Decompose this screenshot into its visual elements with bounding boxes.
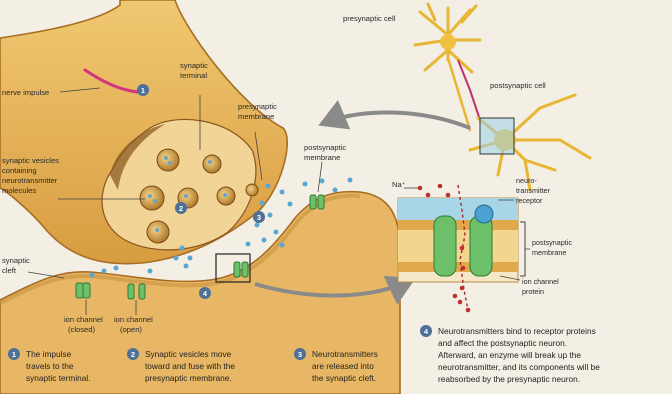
step-2-line-2: toward and fuse with the bbox=[145, 361, 235, 371]
step-4-line-3: Afterward, an enzyme will break up the bbox=[438, 350, 581, 360]
label-sodium: Na⁺ bbox=[392, 180, 406, 189]
marker-4: 4 bbox=[199, 287, 211, 299]
step-3-number: 3 bbox=[298, 350, 302, 359]
label-ion-open-2: (open) bbox=[120, 325, 142, 334]
vesicle bbox=[203, 155, 221, 173]
marker-2: 2 bbox=[175, 202, 187, 214]
label-presynaptic-membrane-2: membrane bbox=[238, 112, 274, 121]
ion-channel-closed bbox=[76, 283, 90, 298]
presynaptic-neuron bbox=[415, 4, 480, 130]
marker-1-label: 1 bbox=[141, 86, 145, 95]
step-3-line-3: the synaptic cleft. bbox=[312, 373, 376, 383]
vesicle bbox=[140, 186, 164, 210]
step-2-number: 2 bbox=[131, 350, 135, 359]
label-receptor-3: receptor bbox=[516, 196, 543, 205]
label-synaptic-terminal-1: synaptic bbox=[180, 61, 208, 70]
step-1-number: 1 bbox=[12, 350, 16, 359]
zoom-arrow-top bbox=[322, 112, 470, 128]
marker-3-label: 3 bbox=[257, 213, 261, 222]
step-4-line-4: neurotransmitter, and its components wil… bbox=[438, 362, 600, 372]
step-1-line-3: synaptic terminal. bbox=[26, 373, 91, 383]
label-ion-closed-1: ion channel bbox=[64, 315, 103, 324]
label-presynaptic-membrane-1: presynaptic bbox=[238, 102, 277, 111]
label-synaptic-cleft-1: synaptic bbox=[2, 256, 30, 265]
label-synaptic-cleft-2: cleft bbox=[2, 266, 17, 275]
label-receptor-1: neuro- bbox=[516, 176, 537, 185]
inset-receptor-view bbox=[398, 184, 525, 313]
step-4-line-5: reabsorbed by the presynaptic neuron. bbox=[438, 374, 580, 384]
presynaptic-soma bbox=[440, 34, 456, 50]
label-vesicles-1: synaptic vesicles bbox=[2, 156, 59, 165]
label-postsynaptic-membrane-1: postsynaptic bbox=[304, 143, 346, 152]
vesicle bbox=[147, 221, 169, 243]
step-1-line-1: The impulse bbox=[26, 349, 72, 359]
label-vesicles-4: molecules bbox=[2, 186, 36, 195]
marker-3: 3 bbox=[253, 211, 265, 223]
step-4: 4 Neurotransmitters bind to receptor pro… bbox=[420, 325, 600, 384]
step-4-line-1: Neurotransmitters bind to receptor prote… bbox=[438, 326, 596, 336]
step-2-line-1: Synaptic vesicles move bbox=[145, 349, 232, 359]
step-3-line-2: are released into bbox=[312, 361, 374, 371]
step-3-line-1: Neurotransmitters bbox=[312, 349, 378, 359]
label-vesicles-3: neurotransmitter bbox=[2, 176, 58, 185]
label-inset-membrane-2: membrane bbox=[532, 248, 566, 257]
marker-2-label: 2 bbox=[179, 204, 183, 213]
label-ion-open-1: ion channel bbox=[114, 315, 153, 324]
label-presynaptic-cell: presynaptic cell bbox=[343, 14, 396, 23]
label-inset-membrane-1: postsynaptic bbox=[532, 238, 572, 247]
label-ion-closed-2: (closed) bbox=[68, 325, 95, 334]
label-postsynaptic-membrane-2: membrane bbox=[304, 153, 340, 162]
vesicle bbox=[246, 184, 258, 196]
label-nerve-impulse: nerve impulse bbox=[2, 88, 49, 97]
label-synaptic-terminal-2: terminal bbox=[180, 71, 207, 80]
marker-1: 1 bbox=[137, 84, 149, 96]
step-2-line-3: presynaptic membrane. bbox=[145, 373, 232, 383]
label-postsynaptic-cell: postsynaptic cell bbox=[490, 81, 546, 90]
label-receptor-2: transmitter bbox=[516, 186, 551, 195]
label-inset-ion-2: protein bbox=[522, 287, 544, 296]
label-vesicles-2: containing bbox=[2, 166, 37, 175]
step-1-line-2: travels to the bbox=[26, 361, 74, 371]
neuron-zoom-box bbox=[480, 118, 514, 154]
vesicle bbox=[157, 149, 179, 171]
step-4-line-2: and affect the postsynaptic neuron. bbox=[438, 338, 567, 348]
label-inset-ion-1: ion channel bbox=[522, 277, 559, 286]
